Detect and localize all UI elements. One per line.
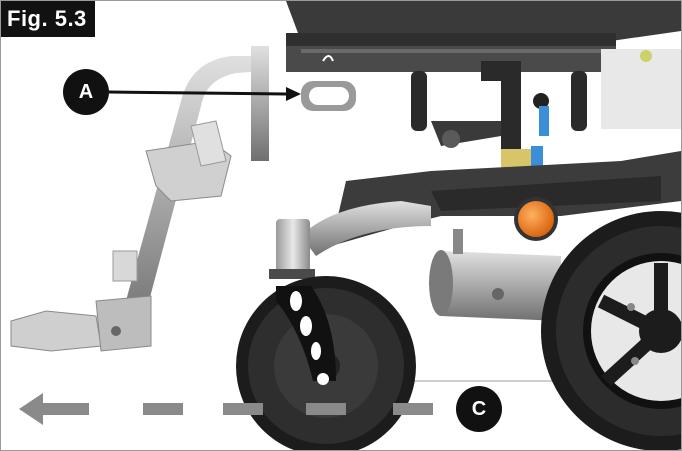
orange-knob [516,199,556,239]
pointer-arrowhead-a [286,87,301,101]
seat-frame [286,1,681,151]
drive-wheel [541,211,681,450]
lifting-handle-slot [301,55,356,111]
caster-wheel [236,219,416,450]
callout-a: A [63,69,109,115]
callout-c: C [456,386,502,432]
motor [429,229,561,321]
footrest [10,46,269,352]
direction-arrow-icon [19,393,433,425]
figure-label: Fig. 5.3 [1,1,95,37]
pointer-line-a [108,90,287,96]
frame-arm [301,151,681,256]
